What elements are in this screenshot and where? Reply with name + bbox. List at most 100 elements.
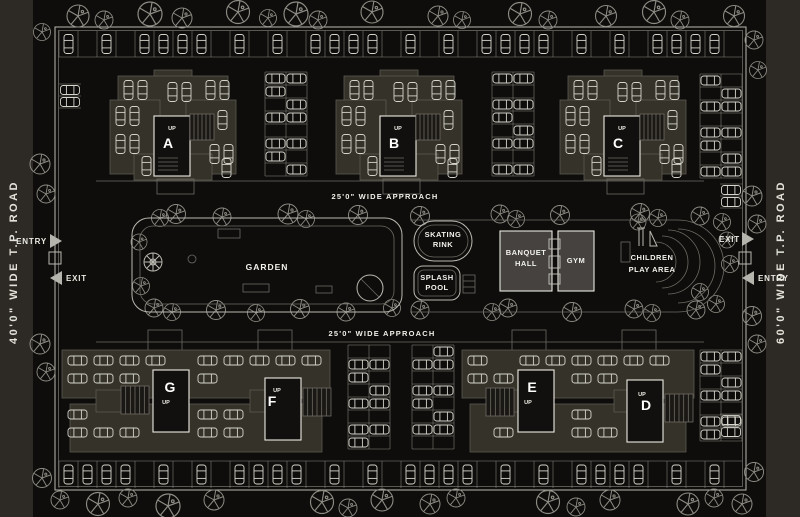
children-play-label-2: PLAY AREA <box>629 265 676 274</box>
stair-core <box>152 369 190 433</box>
road-label-right: 60'0" WIDE T.P. ROAD <box>775 180 787 344</box>
hall-gym-lobby <box>548 238 561 285</box>
building-label-a: A <box>163 135 173 151</box>
up-label-c: UP <box>618 126 626 132</box>
up-label-f: UP <box>273 388 281 394</box>
skating-rink-label-2: RINK <box>433 240 453 249</box>
up-label-b: UP <box>394 126 402 132</box>
up-label-g: UP <box>162 400 170 406</box>
building-block <box>559 69 687 181</box>
plot-boundary-inner <box>58 30 743 487</box>
parking-strip <box>264 71 308 177</box>
parking-stall-row <box>58 460 742 488</box>
stair-core <box>626 379 664 443</box>
canopy-a <box>156 178 195 195</box>
approach-roads: 25'0" WIDE APPROACH 25'0" WIDE APPROACH <box>96 178 704 343</box>
staircase-icon <box>639 113 665 141</box>
right-road-strip <box>766 0 800 517</box>
slide-icon <box>649 230 658 247</box>
children-play-area: CHILDREN PLAY AREA <box>620 227 701 295</box>
building-label-g: G <box>165 379 176 395</box>
parking-strip <box>699 349 743 442</box>
garden-label: GARDEN <box>246 262 289 272</box>
left-entry-label: ENTRY <box>16 237 47 246</box>
staircase-icon <box>120 385 150 415</box>
fountain-icon <box>143 252 163 272</box>
building-label-e: E <box>527 379 536 395</box>
exit-arrow-icon <box>50 271 62 285</box>
gate-post-icon <box>48 251 62 265</box>
entry-arrow-icon <box>742 271 754 285</box>
swing-icon <box>637 227 645 246</box>
gym: GYM <box>557 230 595 292</box>
up-label-d: UP <box>638 392 646 398</box>
play-pad-icon <box>620 241 631 263</box>
stair-core <box>517 369 555 433</box>
staircase-icon <box>664 393 694 423</box>
amenity-platform: SKATING RINK SPLASH POOL BANQUET HALL GY… <box>410 219 725 313</box>
skating-rink-label-1: SKATING <box>425 230 462 239</box>
building-labels: UP A UP B UP C G UP UP F E UP UP D <box>162 126 651 413</box>
road-label-left: 40'0" WIDE T.P. ROAD <box>8 180 20 344</box>
approach-label-top: 25'0" WIDE APPROACH <box>331 192 438 201</box>
parking-strip <box>491 71 535 177</box>
pergola-icon <box>217 228 241 239</box>
parking-strip <box>347 344 391 450</box>
left-gate: ENTRY EXIT <box>16 234 87 285</box>
staircase-icon <box>415 113 441 141</box>
garden-path <box>139 225 395 305</box>
table-icon <box>187 254 197 264</box>
building-label-f: F <box>268 393 277 409</box>
pool-deck-icon <box>462 274 476 294</box>
gym-label: GYM <box>567 256 586 265</box>
right-entry-label: ENTRY <box>758 274 789 283</box>
gate-post-icon <box>738 251 752 265</box>
stair-tread-group <box>384 157 404 171</box>
up-label-e: UP <box>524 400 532 406</box>
stair-core <box>264 377 302 441</box>
right-exit-label: EXIT <box>719 235 740 244</box>
building-label-c: C <box>613 135 623 151</box>
left-exit-label: EXIT <box>66 274 87 283</box>
stair-tread-group <box>608 157 628 171</box>
bench-icon <box>242 283 270 293</box>
entry-arrow-icon <box>50 234 62 248</box>
buildings-layer <box>61 69 695 453</box>
parking-strip <box>699 73 743 179</box>
staircase-icon <box>485 387 515 417</box>
banquet-hall-label-2: HALL <box>515 259 537 268</box>
building-label-d: D <box>641 397 651 413</box>
up-label-a: UP <box>168 126 176 132</box>
parking-stall-row <box>58 31 742 58</box>
banquet-hall: BANQUET HALL <box>499 230 553 292</box>
platform-outline <box>410 219 725 313</box>
canopy-b <box>382 178 421 195</box>
staircase-icon <box>189 113 215 141</box>
right-gate: EXIT ENTRY <box>719 232 789 285</box>
building-block <box>61 329 332 453</box>
parking-stall-group <box>720 183 742 209</box>
plot-boundary-outer <box>54 26 747 491</box>
plaza-circle <box>356 274 384 302</box>
parking-strip <box>411 344 455 450</box>
building-label-b: B <box>389 135 399 151</box>
left-road-strip <box>0 0 33 517</box>
parking-stalls-layer <box>58 31 743 488</box>
garden-outline <box>131 217 403 313</box>
splash-pool: SPLASH POOL <box>413 265 476 301</box>
parking-stall-group <box>59 83 81 109</box>
bench-icon <box>315 285 333 294</box>
canopy-c <box>606 178 645 195</box>
stair-tread-group <box>158 157 178 171</box>
approach-label-bottom: 25'0" WIDE APPROACH <box>328 329 435 338</box>
exit-arrow-icon <box>742 232 754 246</box>
children-play-label-1: CHILDREN <box>631 253 674 262</box>
staircase-icon <box>302 387 332 417</box>
splash-pool-label-1: SPLASH <box>420 273 453 282</box>
splash-pool-label-2: POOL <box>425 283 448 292</box>
building-block <box>335 69 463 181</box>
skating-rink: SKATING RINK <box>413 220 473 262</box>
building-block <box>461 329 695 453</box>
